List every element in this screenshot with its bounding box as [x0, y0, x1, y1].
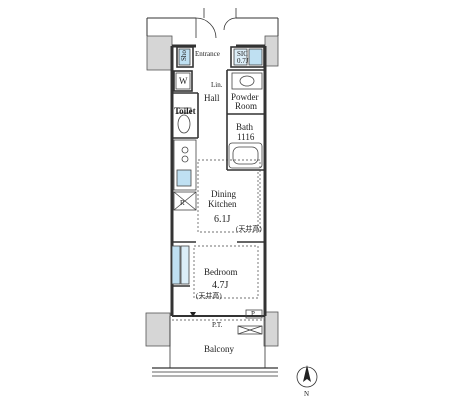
label-lin: Lin.: [211, 81, 223, 89]
label-sic: SIC: [237, 50, 248, 58]
label-toilet: Toilet: [174, 106, 196, 116]
label-w: W: [179, 76, 188, 86]
label-balcony: Balcony: [204, 344, 234, 354]
label-shoe: Sho: [180, 50, 188, 61]
label-hall: Hall: [204, 93, 220, 103]
label-r: R: [180, 199, 185, 207]
entrance-door: [195, 8, 237, 39]
label-powder: Powder: [231, 92, 259, 102]
label-p: P: [251, 310, 255, 318]
interior-walls: [172, 46, 265, 287]
label-bed-note: (天井高): [196, 291, 222, 300]
fixtures: [171, 48, 263, 285]
compass-icon: N: [296, 365, 318, 398]
label-dining: Dining: [211, 189, 237, 199]
compass-label: N: [304, 390, 309, 398]
dashed-lines: [193, 159, 261, 299]
label-powder-room: Room: [235, 101, 257, 111]
entry-marker: [190, 312, 196, 317]
room-labels: Entrance SIC 0.7J Sho W Lin. Hall Powder…: [174, 50, 262, 354]
label-dk-note: (天井高): [236, 224, 262, 233]
label-bath: Bath: [236, 122, 253, 132]
label-pt: P.T.: [212, 321, 223, 329]
label-bed-size: 4.7J: [212, 280, 229, 291]
label-bedroom: Bedroom: [204, 267, 238, 277]
structural-columns: [145, 35, 279, 347]
label-dk-size: 6.1J: [214, 214, 231, 225]
label-bath-size: 1116: [237, 132, 255, 142]
label-sic-size: 0.7J: [237, 57, 249, 65]
balcony-details: [172, 309, 265, 335]
label-kitchen: Kitchen: [208, 199, 237, 209]
label-entrance: Entrance: [195, 50, 220, 58]
